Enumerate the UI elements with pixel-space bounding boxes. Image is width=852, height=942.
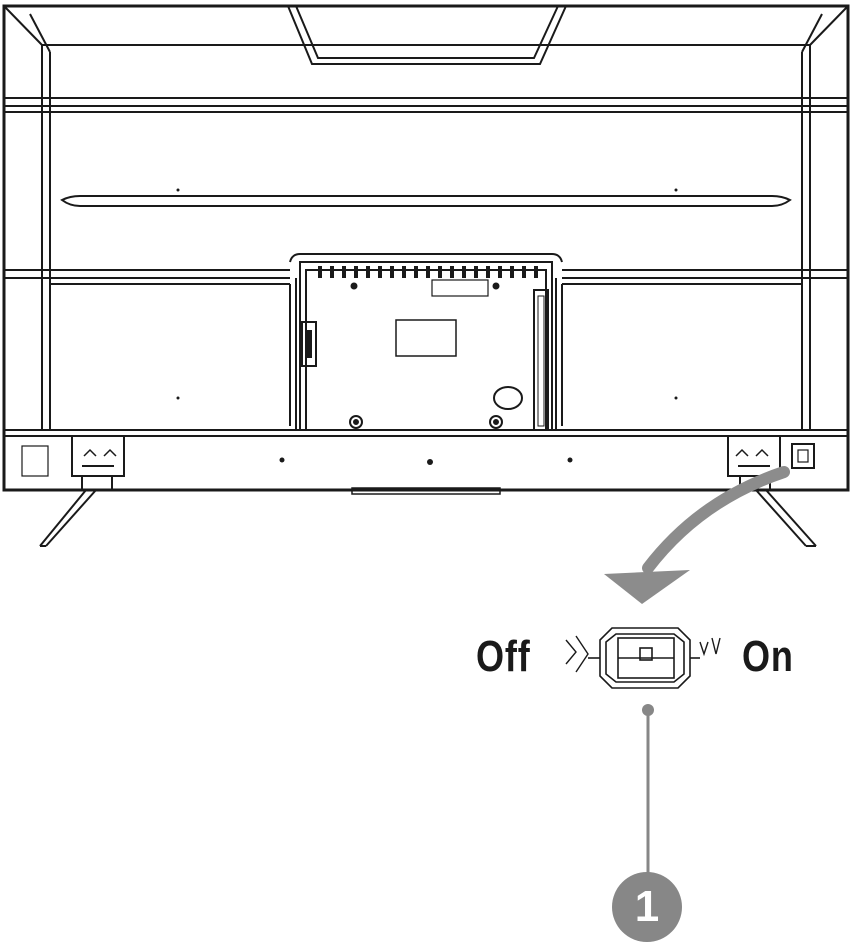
zoom-arrow	[604, 466, 790, 604]
panel-dots	[176, 188, 678, 465]
tv-back-panel	[2, 4, 850, 495]
switch-on-label: On	[742, 632, 794, 681]
power-switch-location	[791, 443, 815, 469]
power-switch-closeup	[565, 627, 721, 689]
rear-module	[289, 253, 563, 431]
vent-grille	[318, 266, 538, 278]
callout-leader	[642, 704, 654, 878]
callout-number-badge: 1	[612, 872, 682, 942]
left-stand	[21, 435, 125, 547]
switch-off-label: Off	[476, 632, 531, 681]
right-stand	[727, 435, 817, 547]
